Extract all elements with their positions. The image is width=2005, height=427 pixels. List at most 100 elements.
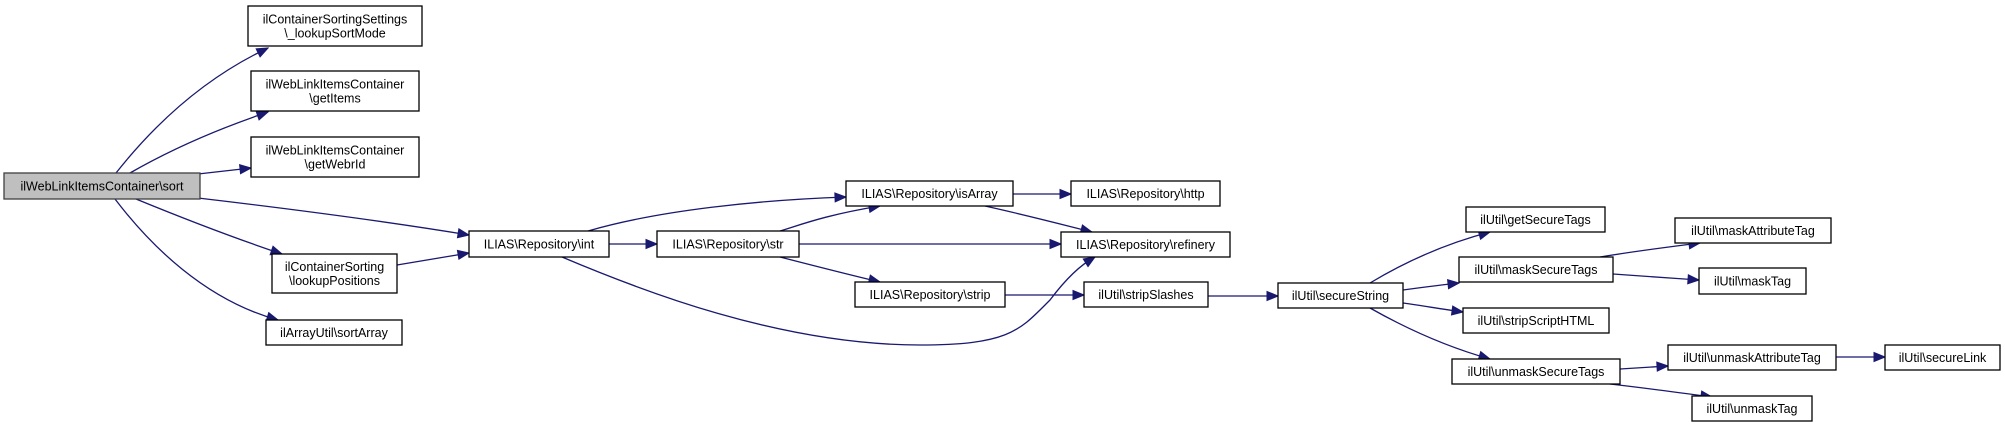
edge-line <box>135 198 283 255</box>
node-maskSecureTags[interactable]: ilUtil\maskSecureTags <box>1458 256 1614 283</box>
node-box <box>250 136 420 178</box>
node-lookupSortMode[interactable]: ilContainerSortingSettings\_lookupSortMo… <box>247 5 423 47</box>
node-label: ilUtil\maskAttributeTag <box>1691 224 1815 238</box>
node-label: ilWebLinkItemsContainer <box>266 78 405 92</box>
node-sortArray[interactable]: ilArrayUtil\sortArray <box>265 319 403 346</box>
node-box <box>1691 395 1813 422</box>
edge-isArray-to-http <box>1013 188 1073 200</box>
node-box <box>1070 180 1221 207</box>
node-box <box>1674 217 1832 244</box>
edge-str-to-isArray <box>779 202 882 232</box>
arrowhead-icon <box>1059 188 1073 200</box>
edge-line <box>561 256 1096 346</box>
arrowhead-icon <box>456 227 471 239</box>
node-box <box>1451 358 1621 385</box>
node-box <box>265 319 403 346</box>
node-unmaskTag[interactable]: ilUtil\unmaskTag <box>1691 395 1813 422</box>
edge-maskSecureTags-to-maskTag <box>1612 273 1701 285</box>
arrowhead-icon <box>1082 256 1097 268</box>
node-label: ILIAS\Repository\int <box>484 238 595 252</box>
edge-lookupPositions-to-int <box>396 249 471 266</box>
node-isArray[interactable]: ILIAS\Repository\isArray <box>845 180 1014 207</box>
node-http[interactable]: ILIAS\Repository\http <box>1070 180 1221 207</box>
nodes-layer: ilWebLinkItemsContainer\sort ilContainerS… <box>3 5 2001 422</box>
node-box <box>1060 231 1231 258</box>
node-box <box>656 230 800 258</box>
node-label: ILIAS\Repository\isArray <box>861 187 998 201</box>
arrowhead-icon <box>255 47 270 58</box>
edge-sort-to-sortArray <box>114 198 280 322</box>
node-label: ilWebLinkItemsContainer\sort <box>20 180 184 194</box>
node-label: ilUtil\stripScriptHTML <box>1478 314 1595 328</box>
node-getWebrId[interactable]: ilWebLinkItemsContainer\getWebrId <box>250 136 420 178</box>
edge-int-to-str <box>609 238 659 250</box>
edge-secureString-to-stripScriptHTML <box>1402 302 1465 316</box>
node-box <box>247 5 423 47</box>
node-label: ilUtil\secureString <box>1292 289 1389 303</box>
node-getItems[interactable]: ilWebLinkItemsContainer\getItems <box>250 70 420 112</box>
node-strip[interactable]: ILIAS\Repository\strip <box>854 281 1006 308</box>
edge-line <box>1609 383 1713 398</box>
arrowhead-icon <box>1266 290 1280 302</box>
edge-int-to-refinery <box>561 256 1097 346</box>
node-stripScriptHTML[interactable]: ilUtil\stripScriptHTML <box>1462 307 1610 334</box>
edge-sort-to-getItems <box>129 110 270 174</box>
node-label: \_lookupSortMode <box>284 27 386 41</box>
node-stripSlashes[interactable]: ilUtil\stripSlashes <box>1083 281 1209 308</box>
node-box <box>1667 344 1837 371</box>
node-box <box>1083 281 1209 308</box>
edge-sort-to-getWebrId <box>197 164 253 175</box>
node-label: ilWebLinkItemsContainer <box>266 144 405 158</box>
node-unmaskAttributeTag[interactable]: ilUtil\unmaskAttributeTag <box>1667 344 1837 371</box>
edge-line <box>587 196 847 232</box>
node-label: ilContainerSortingSettings <box>263 13 408 27</box>
edge-unmaskAttributeTag-to-secureLink <box>1836 351 1887 363</box>
node-box <box>468 230 610 258</box>
node-str[interactable]: ILIAS\Repository\str <box>656 230 800 258</box>
arrowhead-icon <box>1656 361 1670 372</box>
node-label: ilUtil\getSecureTags <box>1480 213 1590 227</box>
node-lookupPositions[interactable]: ilContainerSorting\lookupPositions <box>271 253 398 294</box>
node-label: ilArrayUtil\sortArray <box>280 326 388 340</box>
arrowhead-icon <box>239 164 253 175</box>
node-label: ILIAS\Repository\str <box>672 238 783 252</box>
node-box <box>1884 344 2001 371</box>
arrowhead-icon <box>1450 305 1465 316</box>
edge-secureString-to-maskSecureTags <box>1402 279 1461 291</box>
edge-line <box>779 256 881 283</box>
arrowhead-icon <box>1049 238 1063 250</box>
edge-line <box>197 197 470 236</box>
node-secureLink[interactable]: ilUtil\secureLink <box>1884 344 2001 371</box>
edge-stripSlashes-to-secureString <box>1208 290 1280 302</box>
node-maskAttributeTag[interactable]: ilUtil\maskAttributeTag <box>1674 217 1832 244</box>
node-box <box>845 180 1014 207</box>
arrowhead-icon <box>456 249 471 261</box>
node-maskTag[interactable]: ilUtil\maskTag <box>1698 267 1807 295</box>
node-refinery[interactable]: ILIAS\Repository\refinery <box>1060 231 1231 258</box>
node-getSecureTags[interactable]: ilUtil\getSecureTags <box>1465 206 1606 233</box>
node-box <box>3 172 201 200</box>
node-box <box>271 253 398 294</box>
node-label: ilUtil\unmaskTag <box>1706 402 1797 416</box>
node-label: ilUtil\unmaskSecureTags <box>1468 365 1605 379</box>
node-sort[interactable]: ilWebLinkItemsContainer\sort <box>3 172 201 200</box>
edge-sort-to-lookupSortMode <box>115 47 270 174</box>
node-box <box>854 281 1006 308</box>
node-box <box>1458 256 1614 283</box>
arrowhead-icon <box>1687 273 1701 285</box>
node-unmaskSecureTags[interactable]: ilUtil\unmaskSecureTags <box>1451 358 1621 385</box>
arrowhead-icon <box>834 192 848 203</box>
node-secureString[interactable]: ilUtil\secureString <box>1277 282 1404 309</box>
edges-layer <box>114 47 1887 401</box>
node-int[interactable]: ILIAS\Repository\int <box>468 230 610 258</box>
node-label: \getWebrId <box>305 158 366 172</box>
edge-unmaskSecureTags-to-unmaskAttributeTag <box>1619 361 1670 372</box>
edge-strip-to-stripSlashes <box>1005 289 1086 301</box>
arrowhead-icon <box>255 110 270 121</box>
node-label: ILIAS\Repository\strip <box>870 288 991 302</box>
node-label: ilUtil\stripSlashes <box>1098 288 1193 302</box>
node-box <box>1698 267 1807 295</box>
node-label: ilContainerSorting <box>285 260 384 274</box>
edge-sort-to-lookupPositions <box>135 198 284 256</box>
